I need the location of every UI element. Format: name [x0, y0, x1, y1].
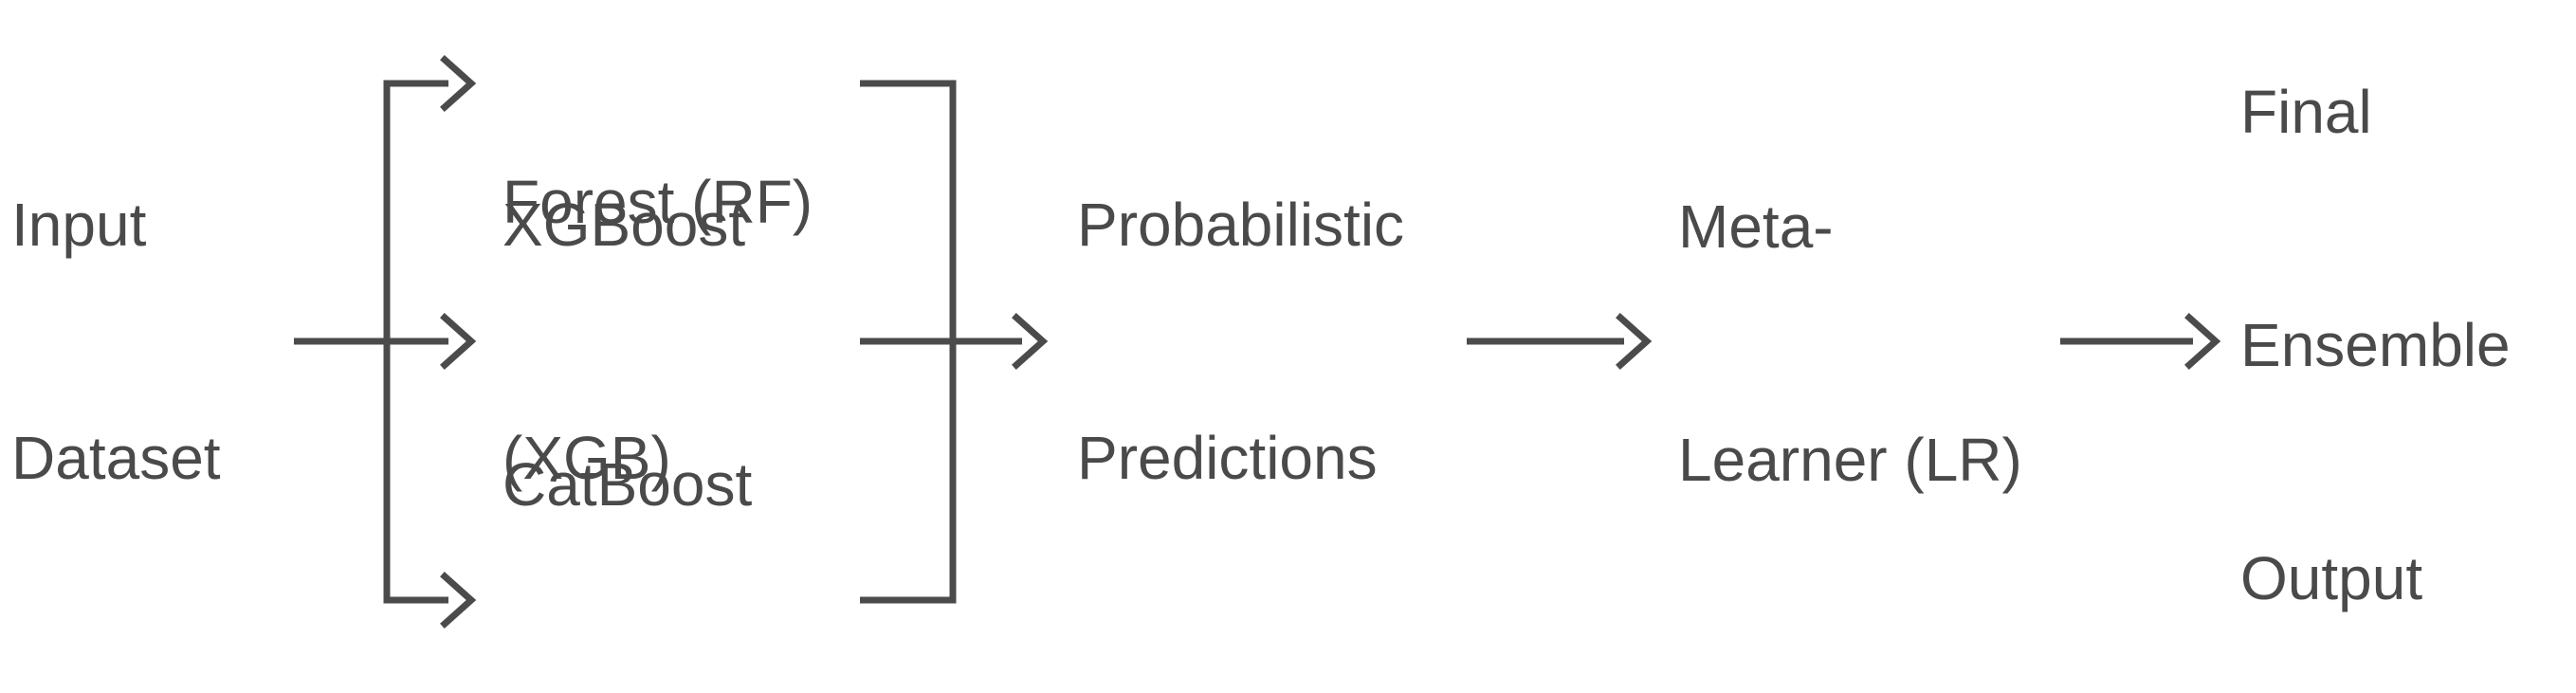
- node-label-line: Dataset: [11, 424, 221, 492]
- node-label-line: Probabilistic: [1077, 191, 1405, 259]
- node-label-line: XGBoost: [502, 191, 746, 259]
- arrowhead-xgb-icon: [440, 313, 477, 370]
- node-label-line: Final: [2240, 78, 2372, 146]
- arrowhead-final-icon: [2184, 313, 2221, 370]
- node-label-line: CatBoost: [502, 450, 753, 519]
- node-label-line: (CAT): [502, 679, 752, 693]
- node-label-line: Output: [2240, 544, 2423, 612]
- node-label-line: Learner (LR): [1678, 426, 2022, 494]
- node-random-forest: Random Forest (RF): [502, 0, 813, 396]
- arrowhead-meta-icon: [1616, 313, 1653, 370]
- arrowhead-rf-icon: [440, 55, 477, 112]
- node-final-ensemble-output: Final Ensemble Output: [2240, 0, 2511, 693]
- node-label-line: Predictions: [1077, 424, 1378, 492]
- node-label-line: Forest (RF): [502, 168, 813, 236]
- node-input-dataset: Input Dataset: [11, 30, 221, 652]
- node-label-line: Meta-: [1678, 192, 1834, 261]
- node-label-line: Ensemble: [2240, 311, 2511, 379]
- arrowhead-prob-icon: [1012, 313, 1049, 370]
- node-label-line: Input: [11, 191, 147, 259]
- node-label-line: (XGB): [502, 424, 671, 492]
- node-meta-learner: Meta- Learner (LR): [1678, 32, 2022, 654]
- node-xgboost: XGBoost (XGB): [502, 30, 745, 652]
- arrowhead-cat-icon: [440, 572, 477, 629]
- edge-branch-bracket: [383, 80, 448, 604]
- node-catboost: CatBoost (CAT): [502, 290, 752, 693]
- node-probabilistic-predictions: Probabilistic Predictions: [1077, 30, 1404, 652]
- node-label-line: Random: [502, 0, 813, 8]
